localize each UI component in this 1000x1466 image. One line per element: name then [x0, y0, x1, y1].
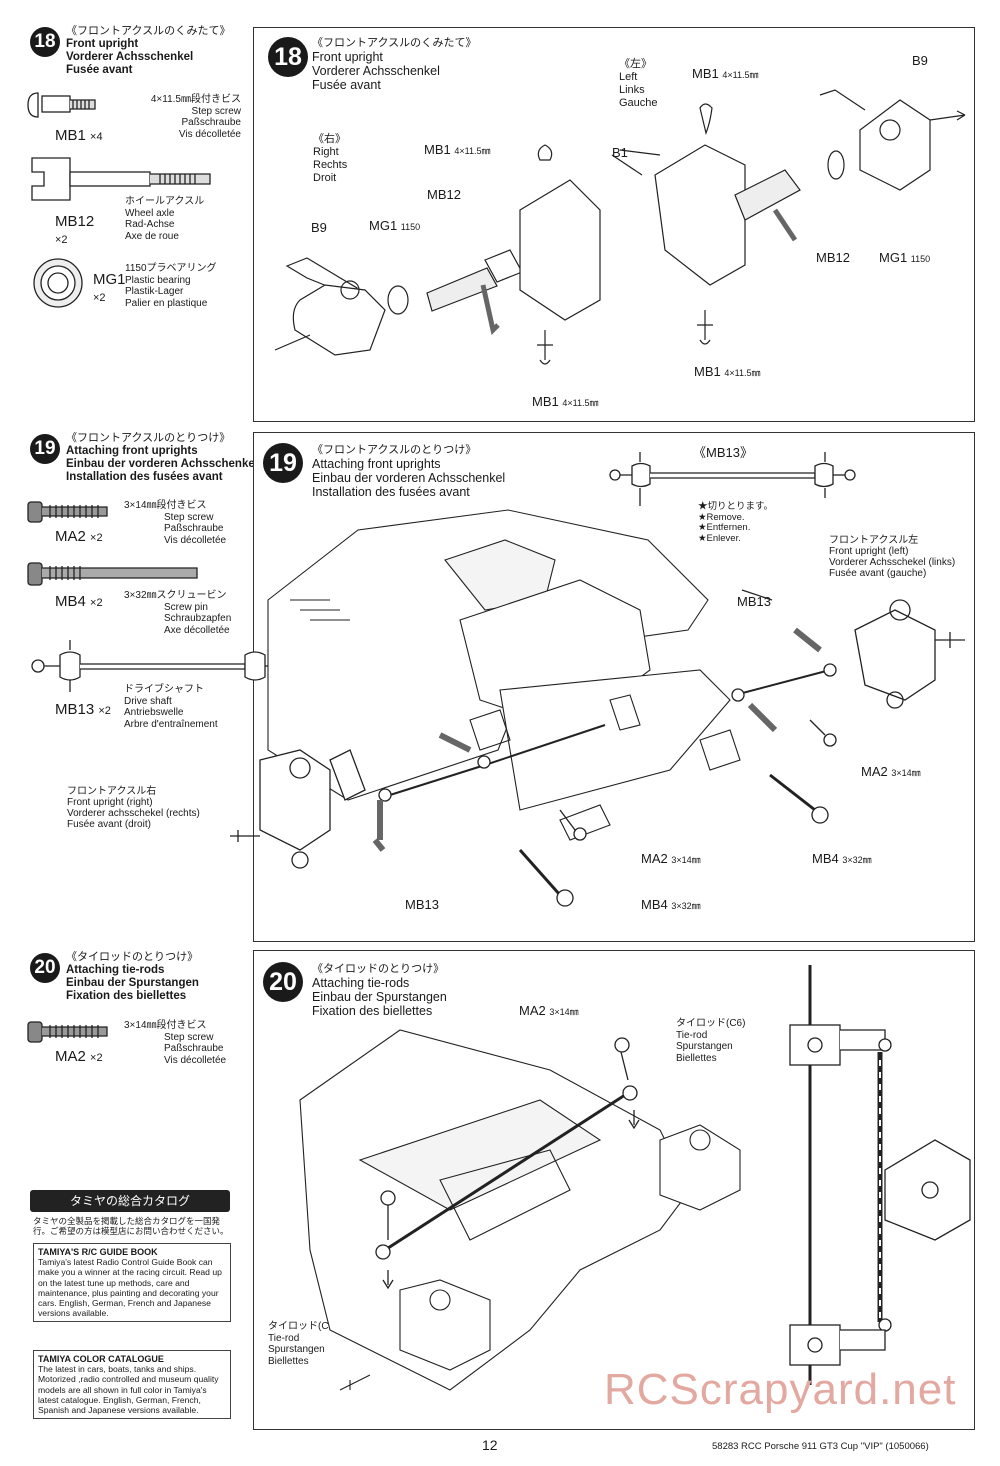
label-mb12-b: MB12	[816, 250, 850, 265]
part-mg1-label: MG1×2	[93, 271, 126, 304]
step-18-heading: 《フロントアクスルのくみたて》 Front upright Vorderer A…	[66, 25, 231, 77]
part-mb13-label: MB13 ×2	[55, 701, 111, 718]
catalog-title: タミヤの総合カタログ	[30, 1190, 230, 1212]
step-18-title-jp: 《フロントアクスルのくみたて》	[66, 25, 231, 37]
step-19-number: 19	[30, 434, 60, 464]
label-mg1-b: MG1 1150	[879, 250, 931, 265]
label-mb1-c: MB1 4×11.5㎜	[694, 364, 761, 379]
part-mb1-label: MB1 ×4	[55, 127, 103, 144]
label-mb4-b: MB4 3×32㎜	[641, 897, 701, 912]
step-18-title-de: Vorderer Achsschenkel	[66, 51, 194, 63]
mg1-bearing-icon	[33, 258, 83, 308]
step-18-panel-heading: 《フロントアクスルのくみたて》 Front upright Vorderer A…	[312, 37, 477, 92]
label-mb13-a: MB13	[737, 594, 771, 609]
part-mb4-label: MB4 ×2	[55, 593, 103, 610]
label-mg1-a: MG1 1150	[369, 218, 421, 233]
step-20-number: 20	[30, 953, 60, 983]
part-ma2-label: MA2 ×2	[55, 528, 103, 545]
step-20-panel-number: 20	[263, 962, 303, 1002]
page-number: 12	[482, 1437, 498, 1453]
ma2-screw-icon	[27, 501, 108, 523]
mb12-axle-icon	[31, 157, 211, 201]
label-mb1-b: MB1 4×11.5㎜	[424, 142, 491, 157]
mb13-box-title: 《MB13》	[693, 445, 753, 460]
step-18-title-fr: Fusée avant	[66, 64, 133, 76]
label-mb1-a: MB1 4×11.5㎜	[692, 66, 759, 81]
step-18-panel-number: 18	[268, 37, 308, 77]
label-ma2-20: MA2 3×14㎜	[519, 1003, 579, 1018]
remove-note: ★切りとります。★Remove.★Entfernen.★Enlever.	[698, 501, 774, 544]
label-mb4-a: MB4 3×32㎜	[812, 851, 872, 866]
step-20-heading: 《タイロッドのとりつけ》 Attaching tie-rods Einbau d…	[66, 951, 199, 1002]
mb1-screw-icon	[27, 92, 96, 118]
part-mb12-label: MB12×2	[55, 213, 95, 246]
label-b1: B1	[612, 145, 628, 160]
step-19-panel-number: 19	[263, 443, 303, 483]
label-mb13-b: MB13	[405, 897, 439, 912]
ma2-screw-icon-20	[27, 1021, 108, 1043]
color-catalogue-box: TAMIYA COLOR CATALOGUE The latest in car…	[33, 1350, 231, 1420]
label-b9-b: B9	[311, 220, 327, 235]
label-ma2-b: MA2 3×14㎜	[641, 851, 701, 866]
catalog-jp-text: タミヤの全製品を掲載した総合カタログを一国発行。ご希望の方は模型店にお問い合わせ…	[33, 1216, 229, 1236]
step-20-panel	[253, 950, 975, 1430]
step-19-panel-heading: 《フロントアクスルのとりつけ》 Attaching front uprights…	[312, 444, 506, 499]
part-ma2-label-20: MA2 ×2	[55, 1048, 103, 1065]
footer-text: 58283 RCC Porsche 911 GT3 Cup "VIP" (105…	[712, 1441, 929, 1452]
step-18-title-en: Front upright	[66, 38, 139, 50]
label-b9-a: B9	[912, 53, 928, 68]
watermark: RCScrapyard.net	[604, 1365, 957, 1414]
step-19-heading: 《フロントアクスルのとりつけ》 Attaching front uprights…	[66, 432, 258, 483]
mb4-screw-pin-icon	[27, 562, 198, 586]
step-18-number: 18	[30, 27, 60, 57]
label-mb12-a: MB12	[427, 187, 461, 202]
guide-book-box: TAMIYA'S R/C GUIDE BOOK Tamiya's latest …	[33, 1243, 231, 1323]
label-mb1-d: MB1 4×11.5㎜	[532, 394, 599, 409]
label-ma2-a: MA2 3×14㎜	[861, 764, 921, 779]
step-20-panel-heading: 《タイロッドのとりつけ》 Attaching tie-rods Einbau d…	[312, 963, 447, 1018]
